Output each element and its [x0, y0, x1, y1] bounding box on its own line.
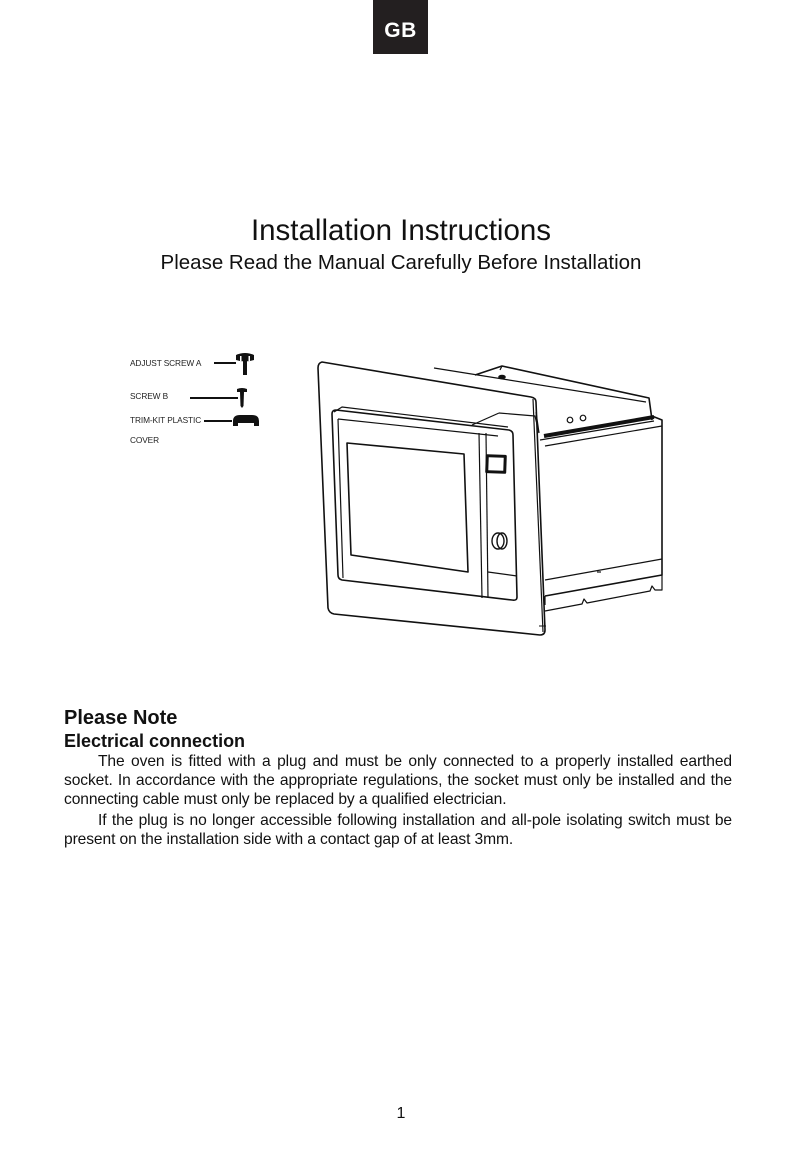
- language-tab: GB: [373, 0, 428, 54]
- note-paragraph: The oven is fitted with a plug and must …: [64, 753, 732, 808]
- leader-line: [190, 397, 238, 399]
- screw-icon: [237, 388, 247, 408]
- note-subheading: Electrical connection: [64, 731, 246, 751]
- page-subtitle: Please Read the Manual Carefully Before …: [160, 251, 642, 274]
- oven-illustration: [317, 361, 663, 636]
- page-title: Installation Instructions: [250, 214, 552, 247]
- leader-line: [204, 420, 232, 422]
- plastic-cover-icon: [233, 415, 259, 426]
- part-label-adjust-screw-a: ADJUST SCREW A: [130, 358, 202, 368]
- language-tab-label: GB: [384, 19, 417, 42]
- part-label-trim-kit: TRIM-KIT PLASTIC: [130, 415, 202, 425]
- parts-legend: ADJUST SCREW A SCREW B TRIM-KIT PLASTIC …: [130, 350, 270, 450]
- part-label-screw-b: SCREW B: [130, 391, 169, 401]
- note-paragraph: If the plug is no longer accessible foll…: [64, 812, 732, 848]
- please-note-section: Please Note Electrical connection The ov…: [64, 706, 732, 849]
- note-heading: Please Note: [64, 707, 178, 729]
- part-label-cover: COVER: [130, 435, 160, 445]
- page-number: 1: [396, 1105, 406, 1122]
- leader-line: [214, 362, 236, 364]
- adjust-screw-icon: [236, 353, 254, 375]
